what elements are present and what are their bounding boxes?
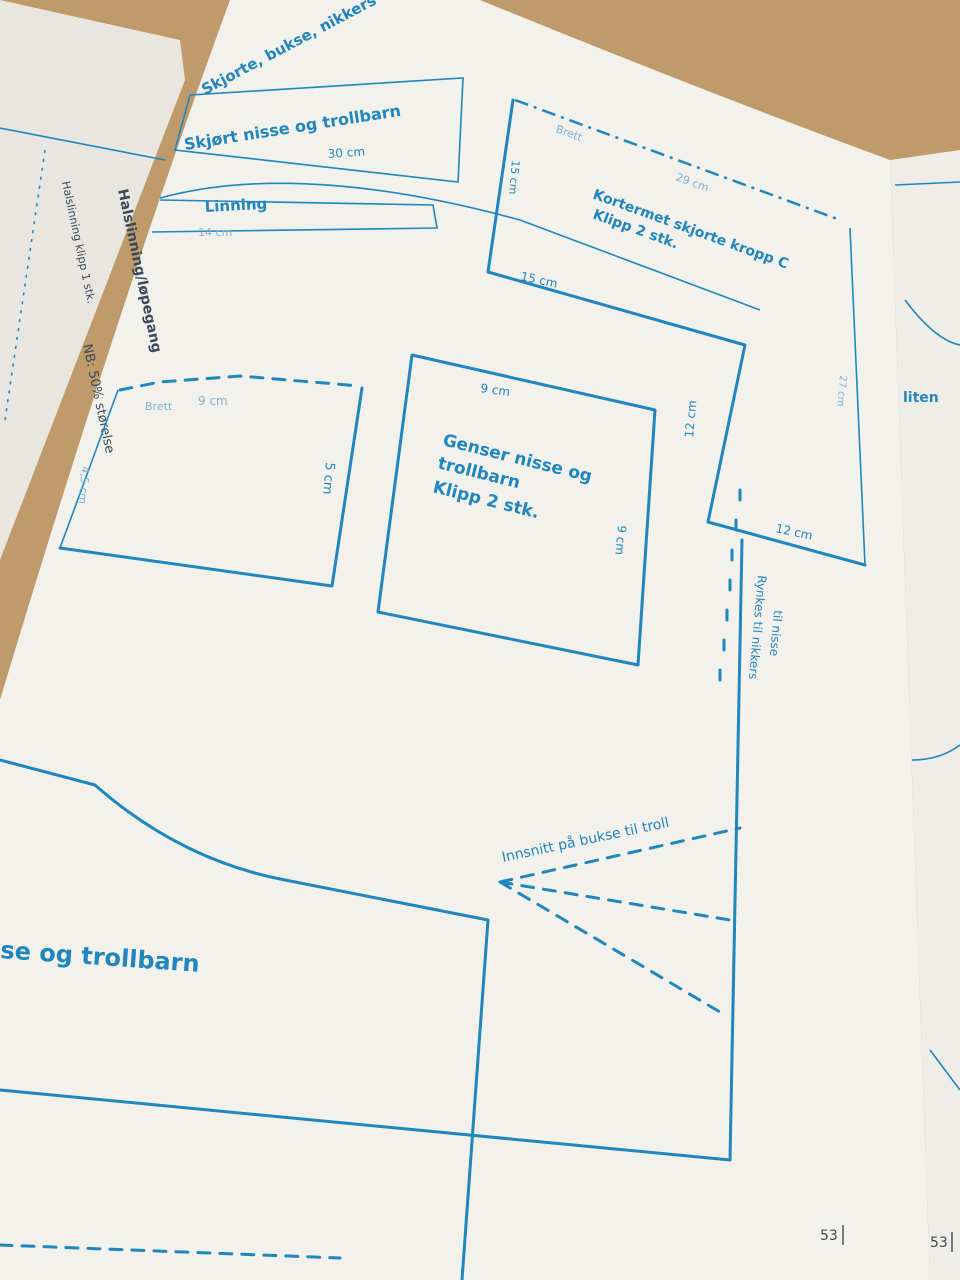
next-page-number: 53 (930, 1235, 948, 1251)
waistband-width: 14 cm (198, 226, 232, 239)
trousers-crotch-curve (0, 758, 490, 1280)
sweater-outline (376, 353, 657, 667)
sweater-height: 9 cm (612, 525, 629, 556)
neckline-top (0, 127, 166, 161)
small-piece-width: 9 cm (198, 394, 228, 408)
small-piece-height: 5 cm (319, 462, 337, 495)
left-page (0, 0, 185, 560)
next-page-text: liten (903, 390, 939, 406)
shirt-right: 27 cm (834, 375, 848, 407)
waistband-label: Linning (204, 195, 267, 216)
shirt-outline (486, 98, 867, 567)
skirt-width: 30 cm (327, 144, 365, 161)
main-page (0, 0, 930, 1280)
waistband-outline (151, 199, 438, 233)
next-page-lines (894, 181, 960, 1091)
neckline-dotted (4, 149, 46, 421)
small-piece-side: 4,5 cm (76, 466, 92, 505)
small-piece-left (59, 389, 119, 549)
next-page (890, 150, 960, 1280)
small-piece-fold-line (118, 374, 362, 392)
small-piece-outline (58, 386, 364, 588)
gather-ticks (718, 488, 742, 682)
trousers-dart-lines (498, 826, 742, 1017)
sweater-small-piece: Brett 9 cm 5 cm 4,5 cm (58, 374, 364, 588)
gather-line2: til nisse (767, 610, 785, 657)
trousers-outline (0, 538, 744, 1162)
small-piece-fold: Brett (145, 400, 173, 413)
waistband-piece: Linning 14 cm (151, 195, 438, 239)
shirt-right-edge (849, 227, 866, 566)
skirt-outline (173, 77, 464, 183)
sweater-width: 9 cm (480, 381, 511, 399)
page-number: 53 (820, 1228, 838, 1244)
shirt-left: 15 cm (506, 160, 522, 195)
trousers-fold-line (0, 1243, 342, 1260)
shirt-side: 12 cm (682, 400, 699, 438)
next-page-content: liten (894, 181, 960, 1091)
skirt-curve (159, 182, 761, 311)
